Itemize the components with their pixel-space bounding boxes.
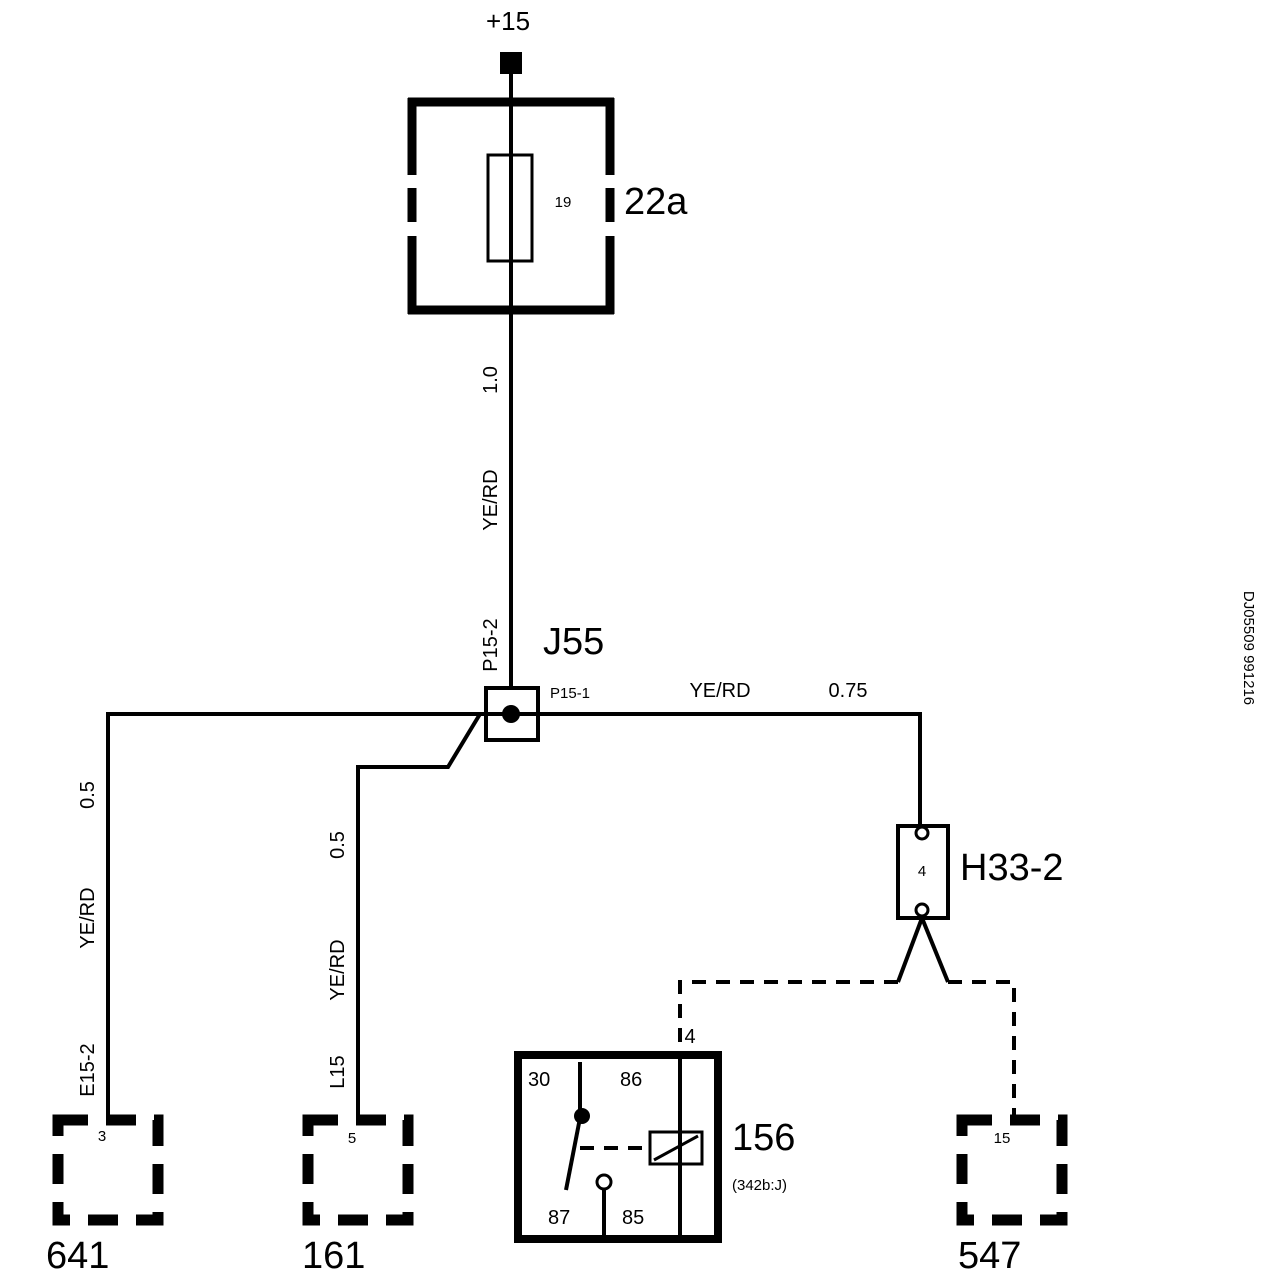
right-wire-gauge: 0.75 xyxy=(829,680,868,702)
middle-wire xyxy=(356,712,482,1120)
right-wire xyxy=(511,712,922,826)
relay-terminal-87: 87 xyxy=(548,1207,570,1229)
main-wire-color: YE/RD xyxy=(480,469,502,530)
relay-id: 156 xyxy=(732,1117,795,1159)
split-left-stub xyxy=(896,917,924,983)
connector-h33-id: H33-2 xyxy=(960,847,1064,889)
relay-switch-arm xyxy=(564,1117,582,1191)
left-wire xyxy=(106,712,511,1120)
relay-terminal-86: 86 xyxy=(620,1069,642,1091)
component-161-box xyxy=(302,1114,414,1226)
supply-terminal xyxy=(500,52,522,74)
document-reference: DJ05509 991216 xyxy=(1240,591,1257,705)
component-641-pin: 3 xyxy=(98,1128,106,1145)
supply-label: +15 xyxy=(486,6,530,36)
fuse-number: 19 xyxy=(555,194,572,211)
connector-h33-pin: 4 xyxy=(918,863,926,880)
component-161-id: 161 xyxy=(302,1235,365,1277)
fuse-box-id: 22a xyxy=(624,181,688,223)
left-wire-color: YE/RD xyxy=(77,887,99,948)
left-wire-pin: E15-2 xyxy=(77,1043,99,1096)
relay-pin-in: 4 xyxy=(684,1026,695,1048)
junction-id: J55 xyxy=(543,621,604,663)
relay-sub: (342b:J) xyxy=(732,1177,787,1194)
component-547-box xyxy=(956,1114,1068,1226)
relay-coil-diagonal xyxy=(653,1134,699,1162)
component-641-id: 641 xyxy=(46,1235,109,1277)
dashed-to-relay xyxy=(678,980,898,1055)
junction-pin-top: P15-2 xyxy=(480,618,502,671)
relay-contact-87 xyxy=(595,1173,613,1191)
left-wire-gauge: 0.5 xyxy=(77,781,99,809)
dashed-to-547 xyxy=(948,980,1016,1120)
component-547-pin: 15 xyxy=(994,1130,1011,1147)
middle-wire-color: YE/RD xyxy=(327,939,349,1000)
right-wire-color: YE/RD xyxy=(689,680,750,702)
relay-terminal-30: 30 xyxy=(528,1069,550,1091)
connector-h33-socket-top xyxy=(914,825,930,841)
component-641-box xyxy=(52,1114,164,1226)
component-547-id: 547 xyxy=(958,1235,1021,1277)
connector-h33-socket-bottom xyxy=(914,902,930,918)
middle-wire-gauge: 0.5 xyxy=(327,831,349,859)
split-right-stub xyxy=(920,917,950,983)
relay-terminal-85: 85 xyxy=(622,1207,644,1229)
main-wire-gauge: 1.0 xyxy=(480,366,502,394)
middle-wire-pin: L15 xyxy=(327,1055,349,1088)
junction-node xyxy=(502,705,520,723)
relay-pivot xyxy=(574,1108,590,1124)
junction-pin-right: P15-1 xyxy=(550,685,590,702)
component-161-pin: 5 xyxy=(348,1130,356,1147)
